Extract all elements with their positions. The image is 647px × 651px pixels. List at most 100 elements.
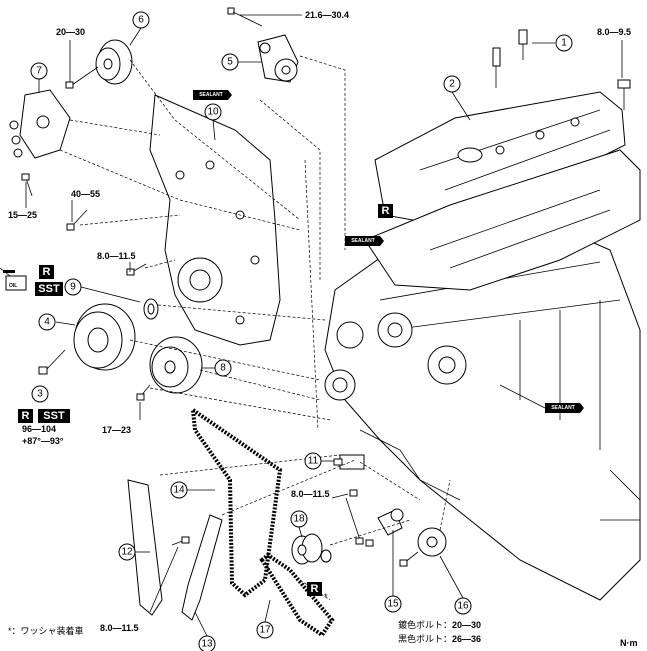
- front-oil-seal: [143, 298, 159, 320]
- r-badge-pulley-bolt: R: [18, 409, 33, 423]
- guide-bolt: [171, 536, 190, 546]
- unit-label: N·m: [620, 638, 638, 648]
- svg-text:R: R: [382, 205, 390, 217]
- callout-11-label: 11: [308, 456, 319, 467]
- washer-asterisk: *: [324, 592, 328, 602]
- chain-guide: [127, 479, 163, 616]
- callout-13: 13: [194, 611, 216, 651]
- idler-pulley-lower: [149, 336, 203, 394]
- callout-8-label: 8: [220, 363, 226, 374]
- torque-labels: 21.6—30.4 20—30 8.0—9.5 40—55 15—25 8.0—…: [8, 10, 631, 633]
- callout-8: 8: [202, 359, 232, 377]
- torque-mount-bolt: 15—25: [8, 210, 37, 220]
- sensor-part: [492, 29, 528, 88]
- callout-9-label: 9: [70, 282, 76, 293]
- svg-text:SST: SST: [43, 410, 65, 422]
- callout-3-label: 3: [37, 389, 43, 400]
- callouts: 1 2 3 4 5 6 7: [30, 11, 573, 651]
- torque-idler-bolt: 20—30: [56, 27, 85, 37]
- torque-tensioner-bolts: 8.0—11.5: [291, 489, 330, 499]
- chain-tensioner-arm: [181, 514, 223, 621]
- torque-cover-bolt-upper: 8.0—11.5: [97, 251, 136, 261]
- cover-bolt-8-11-upper: [126, 263, 147, 276]
- callout-1: 1: [532, 34, 573, 52]
- svg-text:OIL: OIL: [9, 283, 17, 289]
- water-pump-pulley: [324, 321, 364, 401]
- assembly-lines: [59, 55, 451, 601]
- callout-17: 17: [256, 599, 274, 639]
- mount-bolt-15-25: [21, 173, 33, 197]
- sealant-badge-cover: SEALANT: [193, 90, 232, 100]
- callout-15: 15: [384, 530, 402, 613]
- torque-head-cover-bolt: 8.0—9.5: [597, 27, 631, 37]
- callout-3: 3: [31, 385, 49, 403]
- camshaft-sprocket-right: [427, 345, 467, 385]
- sst-badge-oil-seal: SST: [35, 282, 63, 296]
- washer-note: *：ワッシャ装着車: [8, 625, 84, 636]
- camshaft-sprocket-left: [377, 312, 413, 348]
- oil-can-icon: OIL: [0, 267, 27, 291]
- crankshaft-pulley: [73, 303, 136, 371]
- head-cover-bolt: [617, 79, 631, 110]
- oil-pump-sprocket-bolt: [399, 551, 419, 567]
- tensioner-bolt: [227, 7, 263, 27]
- callout-1-label: 1: [561, 38, 567, 49]
- callout-5-label: 5: [227, 57, 233, 68]
- callout-11: 11: [304, 452, 334, 470]
- bolt-black-value: 26—36: [452, 634, 481, 644]
- callout-10: 10: [204, 103, 222, 141]
- svg-text:SEALANT: SEALANT: [199, 92, 223, 98]
- callout-2-label: 2: [449, 79, 455, 90]
- torque-idler-lower: 17—23: [102, 425, 131, 435]
- callout-16-label: 16: [457, 601, 469, 612]
- callout-18-label: 18: [293, 514, 305, 525]
- timing-chain-cover: [149, 94, 281, 346]
- svg-text:R: R: [311, 583, 319, 595]
- sealant-badge-gasket: SEALANT: [345, 236, 384, 246]
- callout-4: 4: [38, 313, 76, 331]
- callout-5: 5: [221, 53, 262, 71]
- oil-pump-chain-guide: [377, 508, 404, 536]
- torque-guide-bolt: 8.0—11.5: [100, 623, 139, 633]
- callout-7-label: 7: [36, 66, 42, 77]
- callout-6: 6: [129, 11, 150, 46]
- svg-text:SEALANT: SEALANT: [351, 238, 375, 244]
- callout-17-label: 17: [259, 625, 271, 636]
- callout-2: 2: [443, 75, 471, 121]
- torque-pulley-bolt-angle: +87°—93°: [22, 436, 64, 446]
- callout-10-label: 10: [207, 107, 219, 118]
- oil-pump-chain: [259, 552, 335, 638]
- cylinder-head-cover: [374, 91, 626, 226]
- idler-bolt: [65, 66, 99, 89]
- drive-belt-tensioner: [257, 34, 299, 83]
- callout-12: 12: [118, 543, 150, 561]
- callout-6-label: 6: [138, 15, 144, 26]
- crankshaft-pulley-bolt: [38, 349, 66, 375]
- torque-cover-bolt-40-55: 40—55: [71, 189, 100, 199]
- crankshaft-sprocket: [291, 533, 332, 565]
- torque-pulley-bolt: 96—104: [22, 424, 56, 434]
- callout-18: 18: [290, 510, 308, 538]
- timing-chain: [190, 405, 283, 598]
- torque-tensioner-bolt: 21.6—30.4: [305, 10, 349, 20]
- head-cover-gasket: [364, 149, 641, 291]
- svg-text:SEALANT: SEALANT: [551, 405, 575, 411]
- callout-12-label: 12: [121, 547, 133, 558]
- r-badge-head-gasket: R: [378, 204, 393, 218]
- footnotes: *：ワッシャ装着車 鍍色ボルト： 20—30 黒色ボルト： 26—36 N·m: [8, 619, 638, 648]
- idler-pulley: [95, 39, 133, 85]
- idler-bolt-17-23: [136, 384, 151, 401]
- callout-15-label: 15: [387, 599, 399, 610]
- callout-14-label: 14: [173, 485, 185, 496]
- svg-text:SST: SST: [38, 283, 60, 295]
- tensioner-bolts: [345, 489, 374, 547]
- engine-mount-bracket: [9, 89, 71, 159]
- badges: R R SST R SST R * SEALANT SEALANT: [0, 90, 584, 602]
- chain-tensioner: [333, 454, 365, 470]
- cover-bolt-40-55: [66, 209, 88, 231]
- engine-block: [324, 227, 641, 601]
- callout-13-label: 13: [201, 639, 213, 650]
- callout-9: 9: [64, 278, 141, 303]
